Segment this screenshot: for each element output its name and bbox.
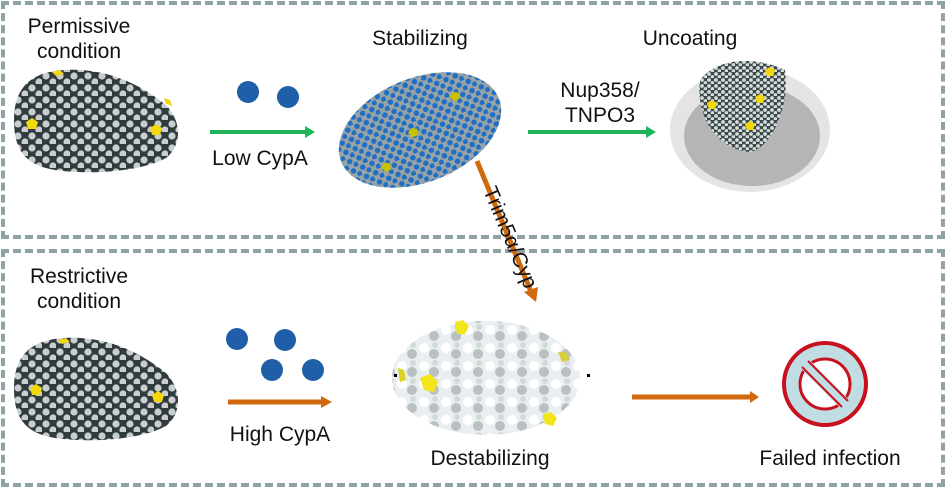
pentamer-icon bbox=[150, 124, 162, 135]
destabilizing-capsid bbox=[392, 320, 590, 435]
permissive-condition-panel bbox=[1, 1, 945, 239]
destabilizing-label: Destabilizing bbox=[430, 447, 550, 470]
prohibited-icon bbox=[782, 341, 868, 427]
restrictive-condition-panel bbox=[1, 249, 945, 487]
restrictive-capsid bbox=[14, 337, 178, 441]
pentamer-icon bbox=[30, 384, 42, 395]
permissive-capsid bbox=[14, 69, 178, 173]
condition-label-line1: Permissive bbox=[27, 15, 131, 38]
uncoating-capsid bbox=[670, 60, 830, 192]
failed-infection-arrow bbox=[632, 391, 759, 403]
pentamer-icon bbox=[152, 391, 164, 402]
cypa-molecule bbox=[277, 86, 299, 108]
condition-label-line1: Restrictive bbox=[29, 265, 129, 288]
nup358-tnpo3-arrow bbox=[528, 126, 656, 138]
cypa-molecule bbox=[302, 359, 324, 381]
condition-label-line2: condition bbox=[36, 40, 122, 63]
nup358-tnpo3-label: Nup358/ TNPO3 bbox=[540, 78, 660, 128]
low-cypa-arrow bbox=[210, 126, 315, 138]
stabilizing-capsid bbox=[338, 72, 502, 188]
restrictive-condition-label: Restrictive condition bbox=[4, 264, 154, 314]
cypa-high-molecules bbox=[226, 328, 324, 381]
high-cypa-label: High CypA bbox=[229, 423, 331, 446]
failed-infection-label: Failed infection bbox=[759, 447, 901, 470]
arrow2-label-line1: Nup358/ bbox=[560, 79, 640, 102]
condition-label-line2: condition bbox=[36, 290, 122, 313]
cypa-low-molecules bbox=[237, 81, 299, 108]
permissive-condition-label: Permissive condition bbox=[4, 14, 154, 64]
low-cypa-label: Low CypA bbox=[212, 147, 308, 170]
cypa-molecule bbox=[261, 359, 283, 381]
uncoating-label: Uncoating bbox=[642, 27, 738, 50]
pentamer-icon bbox=[26, 118, 38, 129]
trim5a-cyp-arrow bbox=[474, 160, 538, 302]
high-cypa-arrow bbox=[228, 396, 332, 408]
cypa-molecule bbox=[274, 329, 296, 351]
cypa-molecule bbox=[237, 81, 259, 103]
arrow2-label-line2: TNPO3 bbox=[564, 104, 635, 127]
stabilizing-label: Stabilizing bbox=[372, 27, 468, 50]
cypa-molecule bbox=[226, 328, 248, 350]
